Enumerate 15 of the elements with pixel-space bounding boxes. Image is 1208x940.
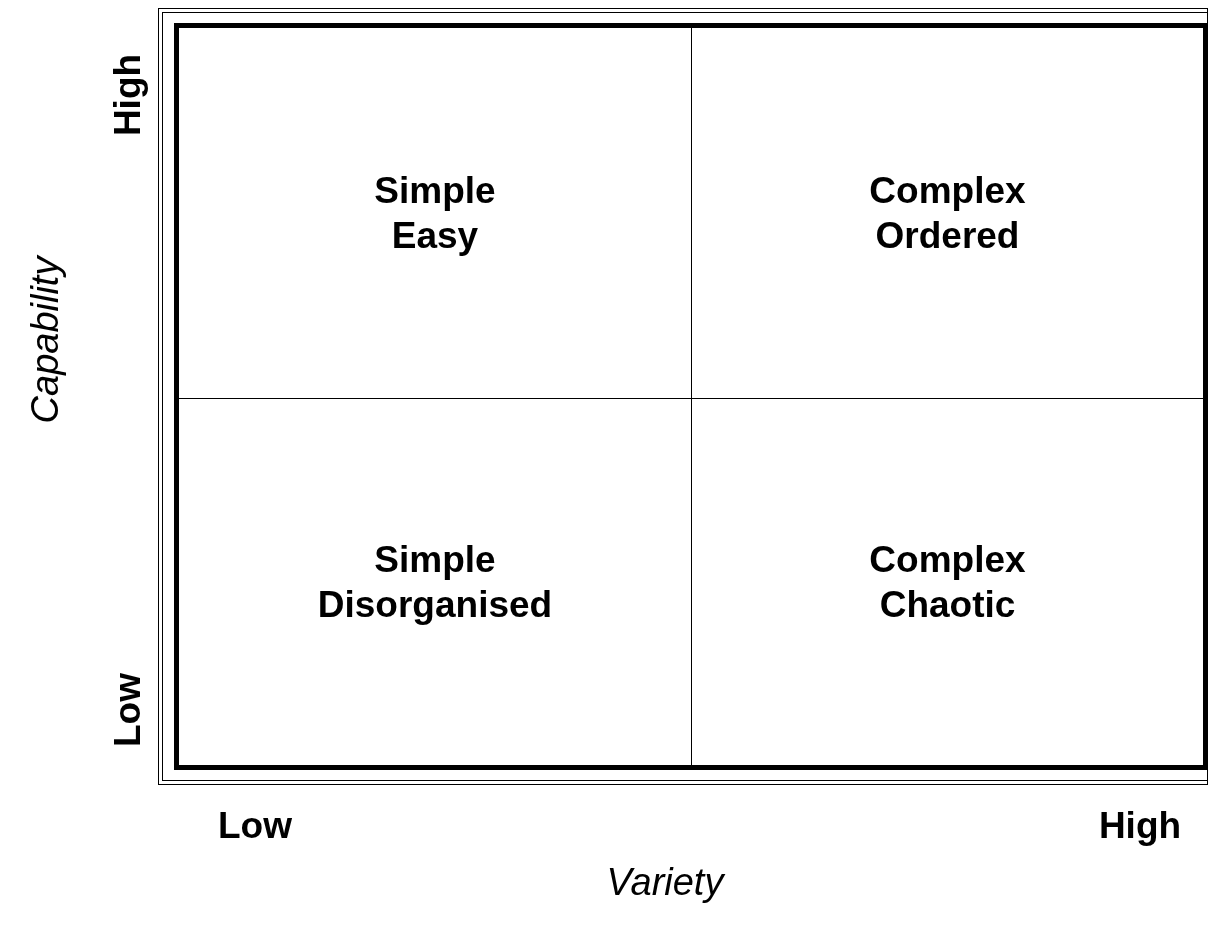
axis-tick-label: High (1098, 805, 1182, 847)
quadrant-label: Simple (374, 538, 496, 582)
quadrant-label: Complex (869, 169, 1026, 213)
quadrant-cell (691, 398, 1203, 765)
quadrant-label: Easy (391, 214, 479, 258)
quadrant-label: Simple (374, 169, 496, 213)
quadrant-label: Disorganised (317, 583, 553, 627)
axis-tick-label: High (107, 53, 149, 137)
axis-title: Variety (606, 860, 724, 904)
quadrant-label: Ordered (875, 214, 1020, 258)
axis-tick-label: Low (218, 805, 292, 847)
quadrant-label: Chaotic (879, 583, 1016, 627)
axis-title: Capability (23, 256, 67, 424)
quadrant-label: Complex (869, 538, 1026, 582)
axis-tick-label: Low (107, 673, 149, 747)
